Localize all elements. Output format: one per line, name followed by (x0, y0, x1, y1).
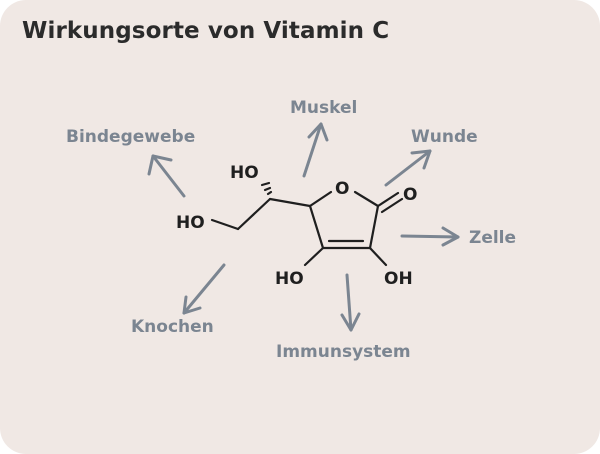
arrow-knochen (182, 263, 226, 315)
atom-ho-top: HO (230, 163, 259, 183)
atom-ho-bottom: HO (275, 269, 304, 289)
arrow-immunsystem (340, 273, 361, 332)
arrow-bindegewebe (147, 154, 186, 198)
molecule-bonds (210, 181, 404, 267)
diagram-title: Wirkungsorte von Vitamin C (22, 18, 390, 44)
atom-o-ring: O (335, 179, 349, 199)
label-wunde: Wunde (411, 127, 478, 147)
arrow-wunde (384, 149, 432, 187)
label-zelle: Zelle (469, 228, 516, 248)
label-muskel: Muskel (290, 98, 357, 118)
label-knochen: Knochen (131, 317, 214, 337)
label-bindegewebe: Bindegewebe (66, 127, 195, 147)
arrow-zelle (400, 226, 460, 247)
atom-ho-left: HO (176, 213, 205, 233)
atom-oh-bottom: OH (384, 269, 413, 289)
atom-o-carbonyl: O (403, 185, 417, 205)
label-immunsystem: Immunsystem (276, 342, 411, 362)
arrow-muskel (302, 122, 329, 178)
